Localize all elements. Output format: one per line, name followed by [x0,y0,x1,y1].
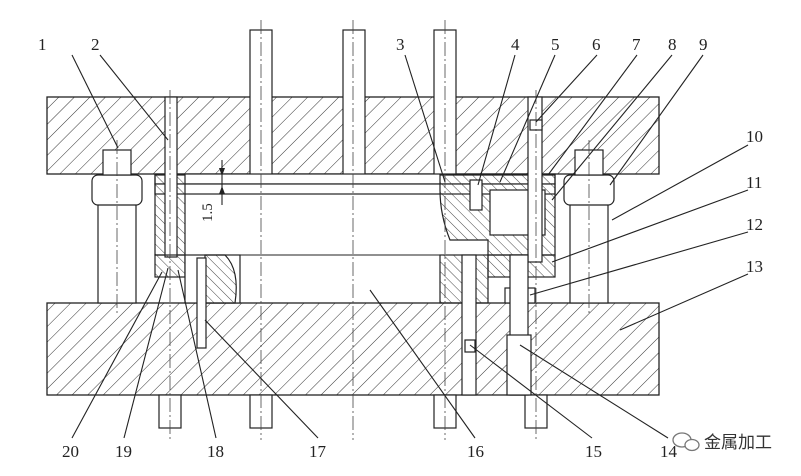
callout-12: 12 [746,215,763,234]
top-post-2 [342,29,366,186]
right-die-block [439,96,556,278]
callout-8: 8 [668,35,677,54]
callout-labels: 1 2 3 4 5 6 7 8 9 10 11 12 13 14 15 16 1… [38,35,763,461]
callout-20: 20 [62,442,79,461]
callout-9: 9 [699,35,708,54]
callout-15: 15 [585,442,602,461]
callout-7: 7 [632,35,641,54]
dimension-1-5: 1.5 [200,160,225,222]
callout-19: 19 [115,442,132,461]
callout-13: 13 [746,257,763,276]
callout-18: 18 [207,442,224,461]
watermark: 金属加工 [672,432,772,453]
callout-5: 5 [551,35,560,54]
left-punch-block [154,96,241,304]
watermark-text: 金属加工 [704,433,772,453]
callout-1: 1 [38,35,47,54]
callout-6: 6 [592,35,601,54]
callout-16: 16 [467,442,484,461]
callout-14: 14 [660,442,678,461]
leader-lines [71,54,749,439]
callout-11: 11 [746,173,762,192]
callout-2: 2 [91,35,100,54]
wechat-icon [672,432,700,452]
callout-17: 17 [309,442,327,461]
callout-3: 3 [396,35,405,54]
workpiece-cavity [185,193,440,256]
center-lines [116,20,590,440]
lower-insert [439,254,536,396]
callout-4: 4 [511,35,520,54]
callout-10: 10 [746,127,763,146]
dimension-label: 1.5 [200,203,216,222]
ejector-pin [196,257,207,349]
